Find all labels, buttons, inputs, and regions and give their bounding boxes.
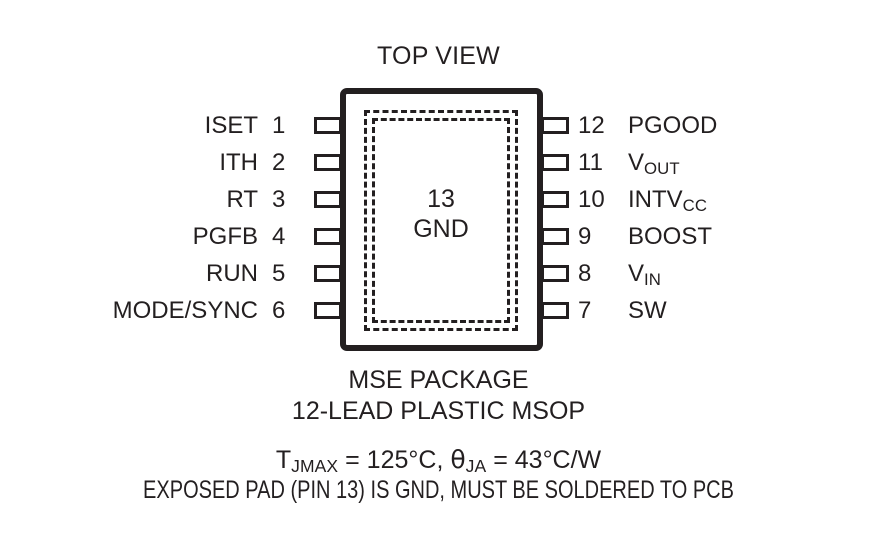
pin-label-8: 8 VIN xyxy=(578,259,877,289)
package-description-caption: 12-LEAD PLASTIC MSOP xyxy=(291,397,586,425)
thermal-spec-caption: TJMAX = 125°C, θJA = 43°C/W xyxy=(0,445,877,476)
pin-lead xyxy=(541,228,569,245)
pin-number: 1 xyxy=(272,112,286,139)
pin-name: INTVCC xyxy=(628,186,708,215)
pin-number: 8 xyxy=(578,260,592,287)
pin-number: 5 xyxy=(272,260,286,287)
pin-name-base: INTV xyxy=(628,186,683,213)
pin-lead xyxy=(541,265,569,282)
pin-label-4: PGFB 4 xyxy=(0,222,300,252)
exposed-pad-label-group: 13 GND xyxy=(364,185,518,244)
pin-label-3: RT 3 xyxy=(0,185,300,215)
pin-name: RUN xyxy=(206,260,258,287)
pin-name: VIN xyxy=(628,260,661,289)
exposed-pad-name: GND xyxy=(413,214,469,243)
pin-label-2: ITH 2 xyxy=(0,148,300,178)
pin-label-9: 9 BOOST xyxy=(578,222,877,252)
tjmax-subscript: JMAX xyxy=(291,455,339,476)
pin-number: 6 xyxy=(272,297,286,324)
pin-name-base: V xyxy=(628,260,645,287)
pin-number: 7 xyxy=(578,297,592,324)
pin-lead xyxy=(314,191,342,208)
theta-value: = 43°C/W xyxy=(486,446,602,474)
pin-number: 9 xyxy=(578,223,592,250)
pin-number: 2 xyxy=(272,149,286,176)
pin-number: 11 xyxy=(578,149,603,176)
pin-label-10: 10 INTVCC xyxy=(578,185,877,215)
pin-label-7: 7 SW xyxy=(578,296,877,326)
pin-number: 4 xyxy=(272,223,286,250)
pin-name: PGFB xyxy=(192,223,258,250)
pin-name-subscript: OUT xyxy=(644,158,680,178)
pin-name: SW xyxy=(628,297,667,324)
pin-name: BOOST xyxy=(628,223,713,250)
exposed-pad-outline-outer xyxy=(364,110,518,331)
theta-subscript: JA xyxy=(465,455,487,476)
pin-lead xyxy=(314,302,342,319)
pin-name: PGOOD xyxy=(628,112,718,139)
pin-lead xyxy=(314,228,342,245)
pin-lead xyxy=(314,117,342,134)
pin-name: MODE/SYNC xyxy=(112,297,258,324)
exposed-pad-number: 13 xyxy=(427,185,455,213)
exposed-pad-outline-inner xyxy=(372,118,510,323)
pin-name: VOUT xyxy=(628,149,680,178)
page-title: TOP VIEW xyxy=(377,42,500,70)
pin-lead xyxy=(314,265,342,282)
pin-name: RT xyxy=(226,186,258,213)
pin-lead xyxy=(314,154,342,171)
pin-name: ITH xyxy=(219,149,258,176)
pin-label-1: ISET 1 xyxy=(0,111,300,141)
pin-label-6: MODE/SYNC 6 xyxy=(0,296,300,326)
tjmax-value: = 125°C, xyxy=(338,446,451,474)
pin-name-subscript: CC xyxy=(682,195,708,215)
pin-number: 10 xyxy=(578,186,605,213)
pin-name-subscript: IN xyxy=(644,269,661,289)
theta-symbol: θ xyxy=(450,445,466,474)
pin-label-11: 11 VOUT xyxy=(578,148,877,178)
pin-lead xyxy=(541,117,569,134)
pin-lead xyxy=(541,302,569,319)
pin-number: 12 xyxy=(578,112,605,139)
pin-name-base: V xyxy=(628,149,645,176)
pin-number: 3 xyxy=(272,186,286,213)
tjmax-symbol: T xyxy=(275,446,292,474)
pin-name: ISET xyxy=(204,112,258,139)
pin-label-12: 12 PGOOD xyxy=(578,111,877,141)
pin-lead xyxy=(541,191,569,208)
exposed-pad-note-caption: EXPOSED PAD (PIN 13) IS GND, MUST BE SOL… xyxy=(143,476,734,504)
pin-lead xyxy=(541,154,569,171)
package-name-caption: MSE PACKAGE xyxy=(348,366,529,394)
pin-label-5: RUN 5 xyxy=(0,259,300,289)
